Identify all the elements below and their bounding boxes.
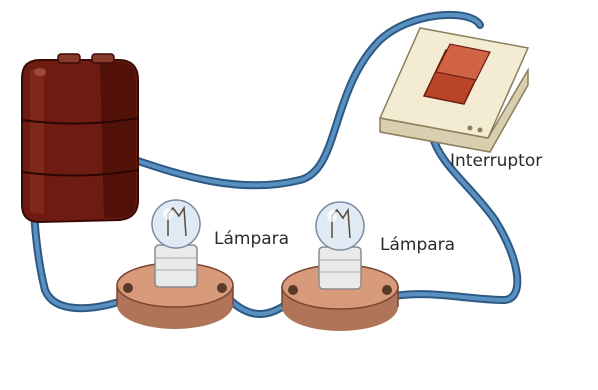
battery: [21, 53, 139, 224]
lamp-2: [281, 201, 399, 331]
switch: [378, 27, 530, 153]
label-lampara-1: Lámpara: [214, 229, 289, 249]
label-lampara-2: Lámpara: [380, 235, 455, 255]
label-interruptor: Interruptor: [450, 151, 542, 171]
lamp-1: [116, 199, 234, 329]
